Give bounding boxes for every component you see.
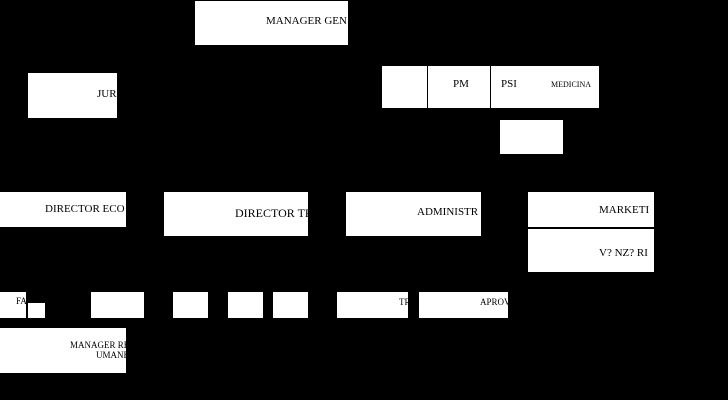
dept-box-4 xyxy=(273,292,308,318)
director-technic-label: DIRECTOR TE xyxy=(235,206,308,220)
manager-general-box: MANAGER GEN xyxy=(195,1,348,45)
director-economic-label: DIRECTOR ECO xyxy=(45,203,125,215)
manager-resurse-umane-box: MANAGER RE UMANE xyxy=(0,328,126,373)
administrative-label: ADMINISTR xyxy=(417,206,479,218)
tr-label: TR xyxy=(399,297,408,307)
director-technic-box: DIRECTOR TE xyxy=(164,192,308,236)
dept-box-2 xyxy=(173,292,208,318)
medical-group-box: PM PSI MEDICINA xyxy=(382,66,599,108)
medical-divider-2 xyxy=(490,66,491,108)
marketing-box: MARKETI xyxy=(528,192,654,227)
marketing-label: MARKETI xyxy=(599,204,650,216)
pm-label: PM xyxy=(453,78,469,90)
psi-label: PSI xyxy=(501,78,517,90)
vanzari-label: V? NZ? RI xyxy=(599,247,648,259)
aprov-box: APROV xyxy=(419,292,508,318)
manager-resurse-line1: MANAGER RE xyxy=(70,340,126,350)
medicina-label: MEDICINA xyxy=(551,80,591,89)
dept-box-3 xyxy=(228,292,263,318)
juridic-box: JUR xyxy=(28,73,117,118)
administrative-box: ADMINISTR xyxy=(346,192,481,236)
aprov-label: APROV xyxy=(480,297,508,307)
vanzari-box: V? NZ? RI xyxy=(528,229,654,272)
juridic-label: JUR xyxy=(97,88,117,100)
medical-sub-box xyxy=(500,120,563,154)
factu-label: FACTU xyxy=(16,296,26,306)
factu-box: FACTU xyxy=(0,292,26,318)
factu-side-box xyxy=(28,303,45,318)
director-economic-box: DIRECTOR ECO xyxy=(0,192,126,227)
tr-box: TR xyxy=(337,292,408,318)
medical-divider-1 xyxy=(427,66,428,108)
manager-resurse-line2: UMANE xyxy=(96,350,126,360)
dept-box-1 xyxy=(91,292,144,318)
manager-general-label: MANAGER GEN xyxy=(266,15,347,27)
